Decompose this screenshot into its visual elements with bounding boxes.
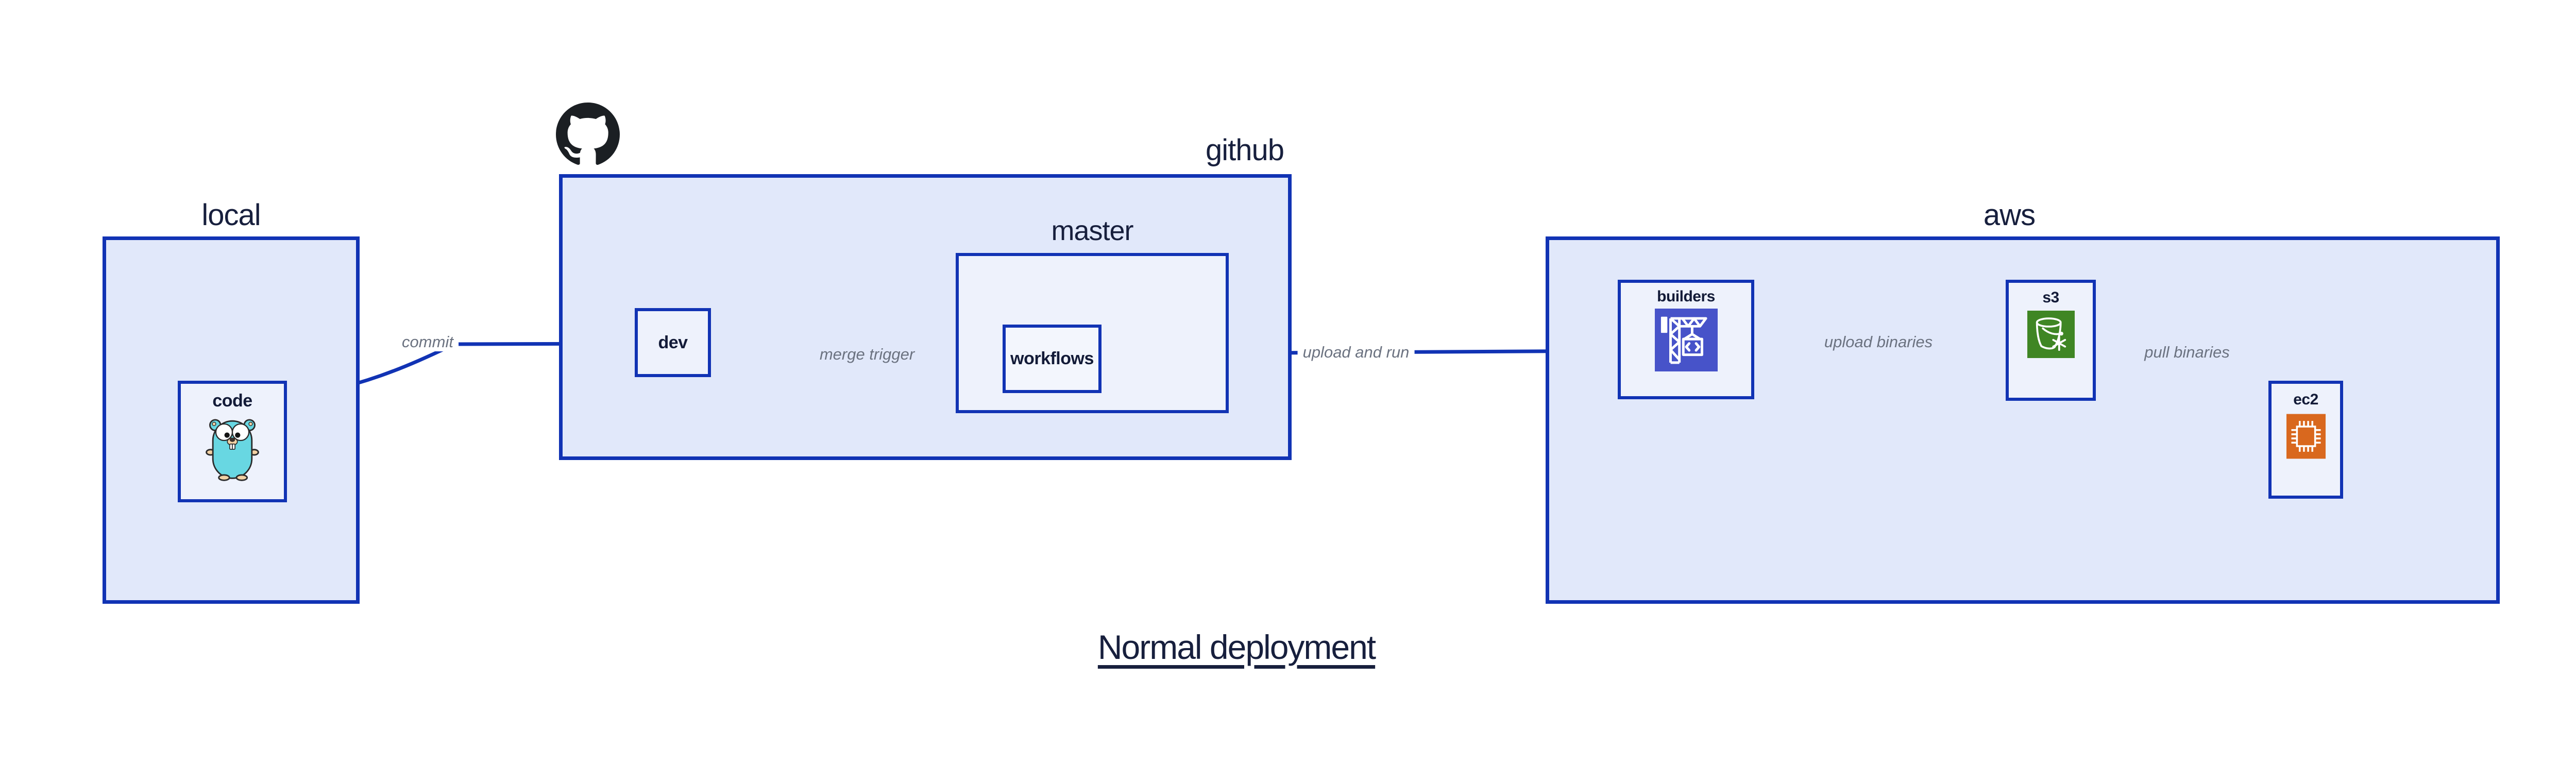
workflows-node: workflows [1003, 325, 1101, 393]
s3-glacier-bucket-icon [2027, 311, 2075, 358]
ec2-node-label: ec2 [2293, 391, 2318, 408]
ec2-chip-icon [2286, 414, 2326, 459]
ec2-node: ec2 [2268, 381, 2343, 499]
codebuild-crane-icon [1654, 309, 1718, 371]
workflows-node-label: workflows [1010, 349, 1094, 368]
builders-node: builders [1618, 280, 1754, 399]
code-node: code [178, 381, 287, 502]
code-node-label: code [212, 391, 252, 411]
github-group-label: github [1205, 133, 1284, 167]
dev-node-label: dev [658, 332, 688, 352]
edge-merge-trigger-label: merge trigger [814, 345, 920, 364]
edge-pull-binaries-label: pull binaries [2139, 343, 2235, 362]
builders-node-label: builders [1657, 288, 1715, 305]
s3-node-label: s3 [2042, 289, 2059, 306]
s3-node: s3 [2006, 280, 2096, 401]
go-gopher-icon [206, 419, 259, 481]
edge-upload-binaries-label: upload binaries [1819, 333, 1938, 351]
local-group-label: local [201, 198, 261, 232]
dev-node: dev [635, 308, 711, 377]
edge-commit-label: commit [397, 333, 459, 351]
edge-upload-and-run-label: upload and run [1297, 343, 1415, 362]
diagram-title: Normal deployment [1097, 628, 1376, 666]
master-group-label: master [1051, 215, 1133, 246]
aws-group-label: aws [1983, 198, 2036, 232]
github-octocat-icon [556, 103, 620, 169]
